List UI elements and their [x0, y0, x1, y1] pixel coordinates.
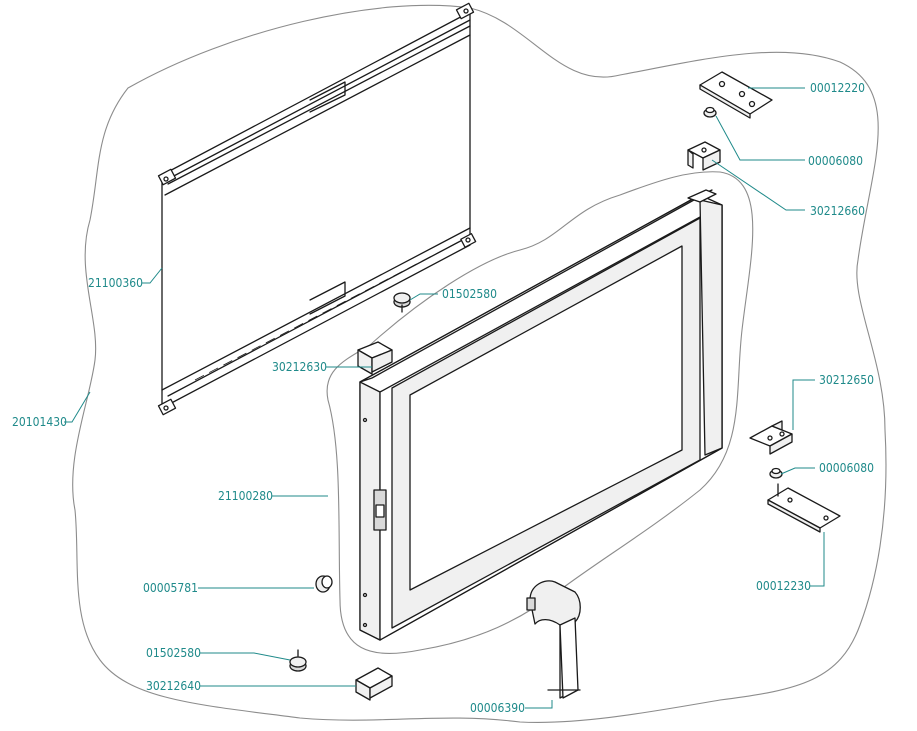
part-00012230-plate — [767, 483, 841, 533]
leader-lines — [64, 87, 825, 709]
door-frame — [359, 189, 723, 641]
part-01502580-screw-bottom — [289, 649, 307, 672]
part-00006080-nut-right — [769, 467, 783, 479]
part-30212660-bracket — [687, 141, 721, 171]
part-30212630-bracket — [357, 341, 393, 375]
part-00006390-handle — [526, 580, 581, 699]
label-20101430: 20101430 — [12, 415, 67, 429]
glass-panel — [157, 2, 477, 416]
label-01502580-top: 01502580 — [442, 287, 497, 301]
label-00012230: 00012230 — [756, 579, 811, 593]
label-30212640: 30212640 — [146, 679, 201, 693]
leader-00006080-top — [715, 115, 805, 161]
leader-00012230 — [810, 532, 825, 587]
leader-01502580-bottom — [200, 652, 291, 661]
label-00005781: 00005781 — [143, 581, 198, 595]
label-30212630: 30212630 — [272, 360, 327, 374]
label-21100280: 21100280 — [218, 489, 273, 503]
label-00006080-top: 00006080 — [808, 154, 863, 168]
label-30212660: 30212660 — [810, 204, 865, 218]
part-00006080-nut-top — [703, 106, 717, 118]
part-30212650-bracket — [749, 420, 793, 455]
part-01502580-screw-top — [393, 292, 411, 313]
door-outline — [326, 171, 754, 654]
part-00005781-bumper — [315, 575, 333, 593]
leader-30212660 — [711, 159, 805, 211]
leader-00006390 — [525, 700, 553, 709]
leader-21100360 — [142, 267, 163, 284]
leader-01502580-top — [409, 293, 438, 301]
part-00012220-plate — [699, 71, 773, 119]
label-30212650: 30212650 — [819, 373, 874, 387]
label-01502580-bottom: 01502580 — [146, 646, 201, 660]
label-00012220: 00012220 — [810, 81, 865, 95]
leader-00006080-right — [780, 467, 815, 475]
leader-30212650 — [792, 379, 815, 430]
label-00006390: 00006390 — [470, 701, 525, 715]
label-21100360: 21100360 — [88, 276, 143, 290]
assembly-outline — [72, 4, 887, 723]
part-labels: 00012220 00006080 30212660 21100360 0150… — [12, 81, 874, 715]
leader-20101430 — [64, 391, 91, 423]
label-00006080-right: 00006080 — [819, 461, 874, 475]
part-30212640-bracket — [355, 667, 393, 701]
